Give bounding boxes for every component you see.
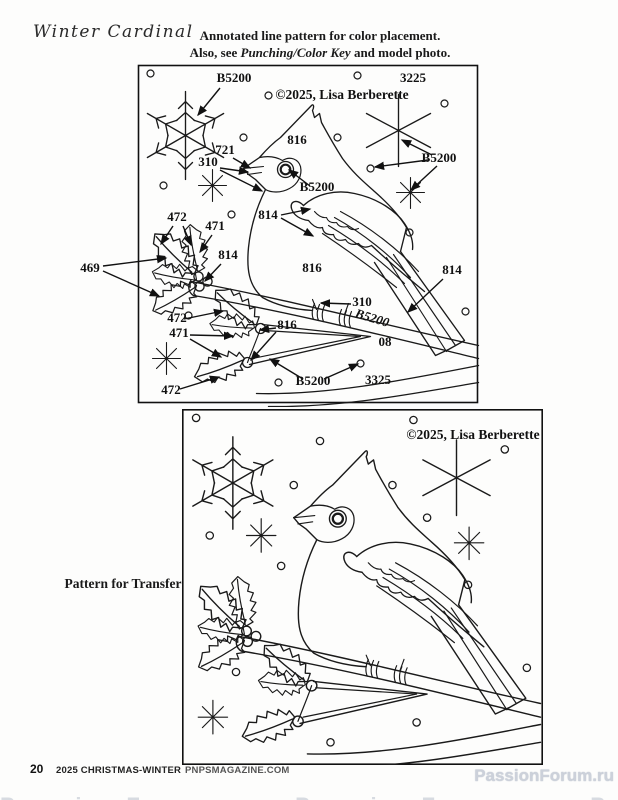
color-label-08: 08: [379, 334, 393, 349]
header-line1: Annotated line pattern for color placeme…: [199, 28, 441, 43]
color-label-310-branch: 310: [352, 294, 372, 309]
header-note: Annotated line pattern for color placeme…: [188, 28, 452, 62]
color-label-b5200-right: B5200: [422, 150, 457, 165]
color-label-b5200-eye: B5200: [300, 179, 335, 194]
color-label-816-body: 816: [302, 260, 322, 275]
panel-border: [137, 64, 479, 404]
copyright-line: ©2025, Lisa Berberette: [406, 427, 539, 442]
copyright-line: ©2025, Lisa Berberette: [275, 87, 408, 102]
cardinal-line-art: [143, 70, 479, 407]
color-label-814-berries: 814: [218, 247, 238, 262]
color-label-310-beak: 310: [198, 154, 218, 169]
transfer-pattern-panel: ©2025, Lisa Berberette: [182, 409, 543, 765]
color-label-814-tail: 814: [442, 262, 462, 277]
page-number: 20: [30, 762, 44, 776]
color-label-471-holly2: 471: [169, 325, 189, 340]
color-label-469-holly: 469: [80, 260, 100, 275]
footer-issue: 2025 CHRISTMAS-WINTER: [56, 765, 182, 776]
color-label-816-berries: 816: [277, 317, 297, 332]
color-label-721-beak: 721: [215, 142, 235, 157]
color-label-3325: 3325: [365, 372, 392, 387]
color-label-814-wing: 814: [258, 207, 278, 222]
header-line2-suffix: and model photo.: [350, 44, 451, 60]
page-title: Winter Cardinal: [33, 22, 194, 42]
color-label-b5200-bottom: B5200: [296, 373, 331, 388]
page-footer: 20 2025 CHRISTMAS-WINTER PNPSMAGAZINE.CO…: [0, 762, 618, 782]
header-line2-emphasis: Punching/Color Key: [240, 44, 351, 60]
footer-website: PNPSMAGAZINE.COM: [185, 765, 290, 776]
color-label-472-holly2: 472: [167, 310, 187, 325]
color-label-471-holly: 471: [205, 218, 225, 233]
watermark-strip: PassionForum.ru PassionForum.ru PassionF…: [0, 794, 618, 800]
watermark: PassionForum.ru: [474, 766, 614, 785]
color-label-3225: 3225: [400, 70, 427, 85]
color-label-b5200-snowflake: B5200: [217, 70, 252, 85]
color-label-b5200-branch: B5200: [353, 305, 392, 330]
color-label-472-holly3: 472: [161, 382, 181, 397]
annotated-pattern-panel: ©2025, Lisa Berberette B5200 3225 816 72…: [80, 64, 480, 407]
header-line2-prefix: Also, see: [189, 44, 241, 60]
watermark-strip-text: PassionForum.ru PassionForum.ru PassionF…: [0, 794, 618, 800]
color-label-816-crest: 816: [287, 132, 307, 147]
cardinal-line-art: [188, 414, 540, 765]
color-label-472-holly: 472: [167, 209, 187, 224]
transfer-caption: Pattern for Transfer: [64, 576, 182, 591]
panel-border: [182, 409, 543, 765]
annotation-arrows: [102, 87, 444, 390]
